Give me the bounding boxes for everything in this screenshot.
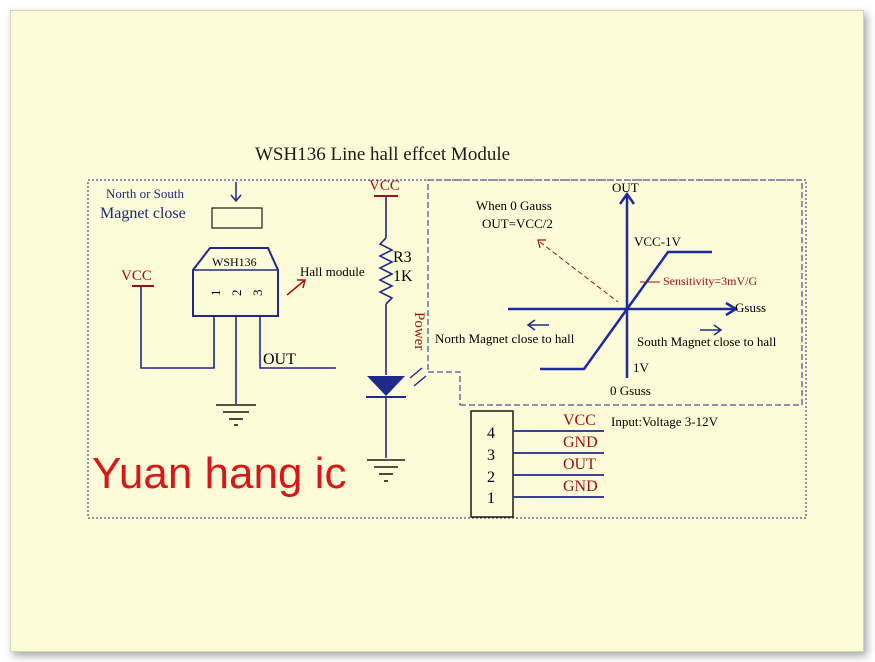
sensor-pin-2: 2 (229, 290, 244, 297)
diagram-frame (10, 10, 864, 652)
zero-note-1: When 0 Gauss (476, 198, 552, 213)
resistor-value: 1K (393, 268, 413, 285)
sensor-pin-1: 1 (208, 290, 223, 297)
graph-ylabel: OUT (612, 180, 639, 195)
power-chain (378, 196, 394, 458)
power-led-label: Power (411, 312, 427, 350)
connector-pin-1: 1 (487, 490, 495, 507)
level-bottom: 1V (633, 360, 650, 375)
graph-axes (508, 191, 739, 378)
out-left-label: OUT (263, 351, 296, 368)
graph-xlabel: Gsuss (735, 300, 766, 315)
sensor-pin-3: 3 (250, 290, 265, 297)
vcc-left-label: VCC (121, 268, 152, 284)
connector-pin-4: 4 (487, 425, 495, 442)
connector-name-vcc: VCC (563, 412, 596, 429)
north-arrow (526, 319, 549, 331)
ground-left (216, 404, 256, 426)
vcc-top-label: VCC (369, 178, 400, 194)
ground-right (367, 459, 405, 482)
connector-name-out: OUT (563, 456, 596, 473)
sensor-wiring (140, 286, 336, 404)
connector-wires (513, 430, 604, 498)
magnet-label-1: North or South (106, 186, 185, 201)
magnet-label-2: Magnet close (100, 205, 186, 222)
sensitivity-label: Sensitivity=3mV/G (663, 274, 757, 288)
watermark: Yuan hang ic (92, 449, 346, 498)
connector-body (470, 410, 514, 518)
south-label: South Magnet close to hall (637, 334, 777, 349)
graph-panel (427, 179, 803, 406)
sensor-name: WSH136 (212, 255, 257, 269)
input-voltage-note: Input:Voltage 3-12V (611, 414, 719, 429)
resistor-ref: R3 (393, 249, 412, 266)
connector-name-gnd-1: GND (563, 434, 598, 451)
magnet-arrow (230, 182, 242, 203)
zero-gauss: 0 Gsuss (610, 383, 651, 398)
north-label: North Magnet close to hall (435, 331, 575, 346)
magnet-block (211, 207, 263, 229)
diagram-title: WSH136 Line hall effcet Module (255, 144, 510, 165)
hall-module-arrow (286, 279, 306, 296)
level-top: VCC-1V (634, 234, 682, 249)
connector-pin-3: 3 (487, 447, 495, 464)
zero-note-pointer (537, 239, 619, 303)
hall-module-label: Hall module (300, 264, 365, 279)
connector-pin-2: 2 (487, 469, 495, 486)
connector-name-gnd-2: GND (563, 478, 598, 495)
transfer-curve (540, 250, 712, 371)
south-arrow (700, 324, 723, 336)
power-led (366, 367, 427, 398)
hall-sensor (192, 247, 279, 317)
zero-note-2: OUT=VCC/2 (482, 216, 553, 231)
